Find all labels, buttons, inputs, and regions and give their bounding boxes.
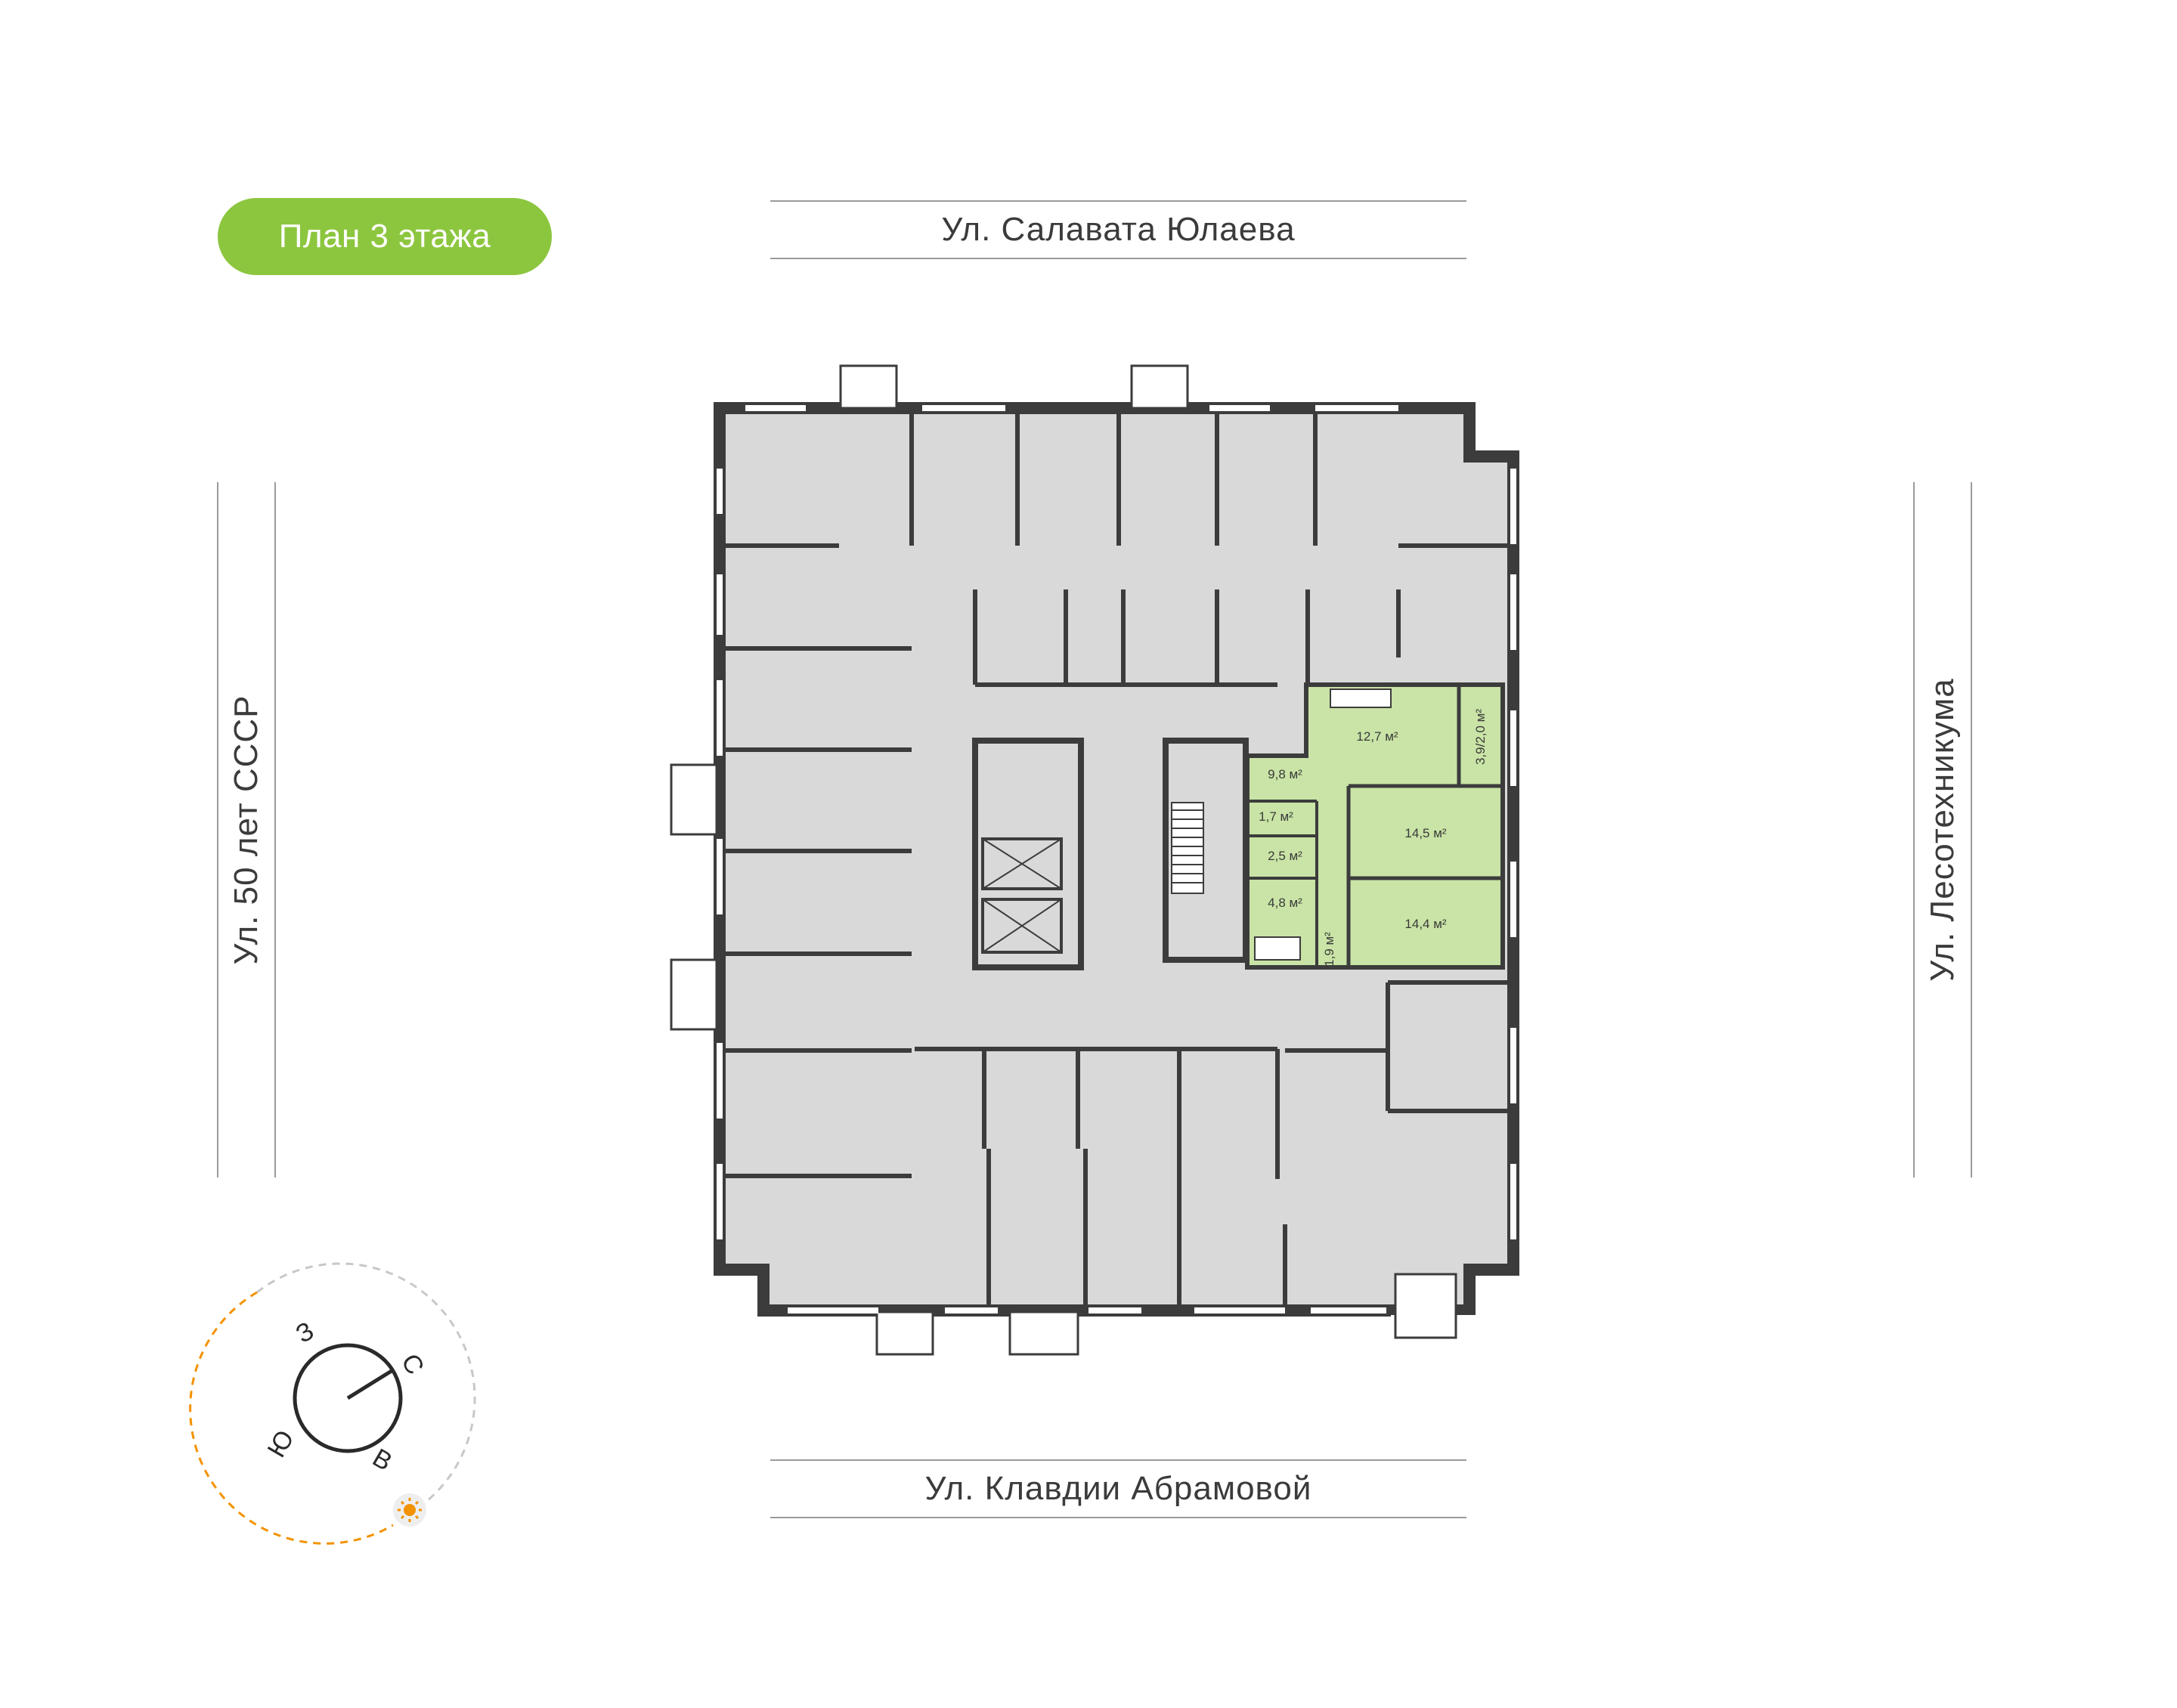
street-right: Ул. Лесотехникума	[1913, 482, 1972, 1177]
street-top: Ул. Салавата Юлаева	[770, 200, 1466, 259]
area-bedroom-1: 14,5 м²	[1404, 826, 1446, 840]
windows	[717, 405, 1516, 1313]
floor-badge-label: План 3 этажа	[278, 218, 491, 255]
street-bottom: Ул. Клавдии Абрамовой	[770, 1459, 1466, 1518]
highlighted-apartment: 12,7 м² 3,9/2,0 м² 9,8 м² 1,7 м² 2,5 м² …	[1245, 682, 1505, 970]
area-kitchen-living: 12,7 м²	[1356, 729, 1398, 744]
area-storage: 1,9 м²	[1322, 932, 1336, 967]
balconies	[670, 364, 1457, 1356]
area-balcony: 3,9/2,0 м²	[1473, 709, 1488, 765]
building-shell	[714, 402, 1519, 1317]
compass-north: С	[395, 1349, 429, 1379]
compass-south: Ю	[262, 1425, 300, 1462]
street-left: Ул. 50 лет СССР	[217, 482, 276, 1177]
area-bathroom: 4,8 м²	[1268, 896, 1302, 910]
area-wc: 2,5 м²	[1268, 849, 1302, 863]
sun-icon	[393, 1493, 426, 1527]
area-wardrobe: 1,7 м²	[1259, 809, 1293, 824]
street-bottom-label: Ул. Клавдии Абрамовой	[924, 1470, 1312, 1507]
floor-badge: План 3 этажа	[218, 198, 552, 275]
sun-path	[189, 1291, 394, 1545]
street-top-label: Ул. Салавата Юлаева	[941, 211, 1296, 248]
compass-east: В	[367, 1443, 397, 1477]
compass-west: З	[291, 1317, 319, 1349]
interior-walls	[726, 414, 1507, 1304]
building-core	[972, 738, 1249, 970]
area-bedroom-2: 14,4 м²	[1404, 917, 1446, 931]
area-hall: 9,8 м²	[1268, 767, 1302, 781]
compass: З С Ю В	[189, 1262, 476, 1545]
